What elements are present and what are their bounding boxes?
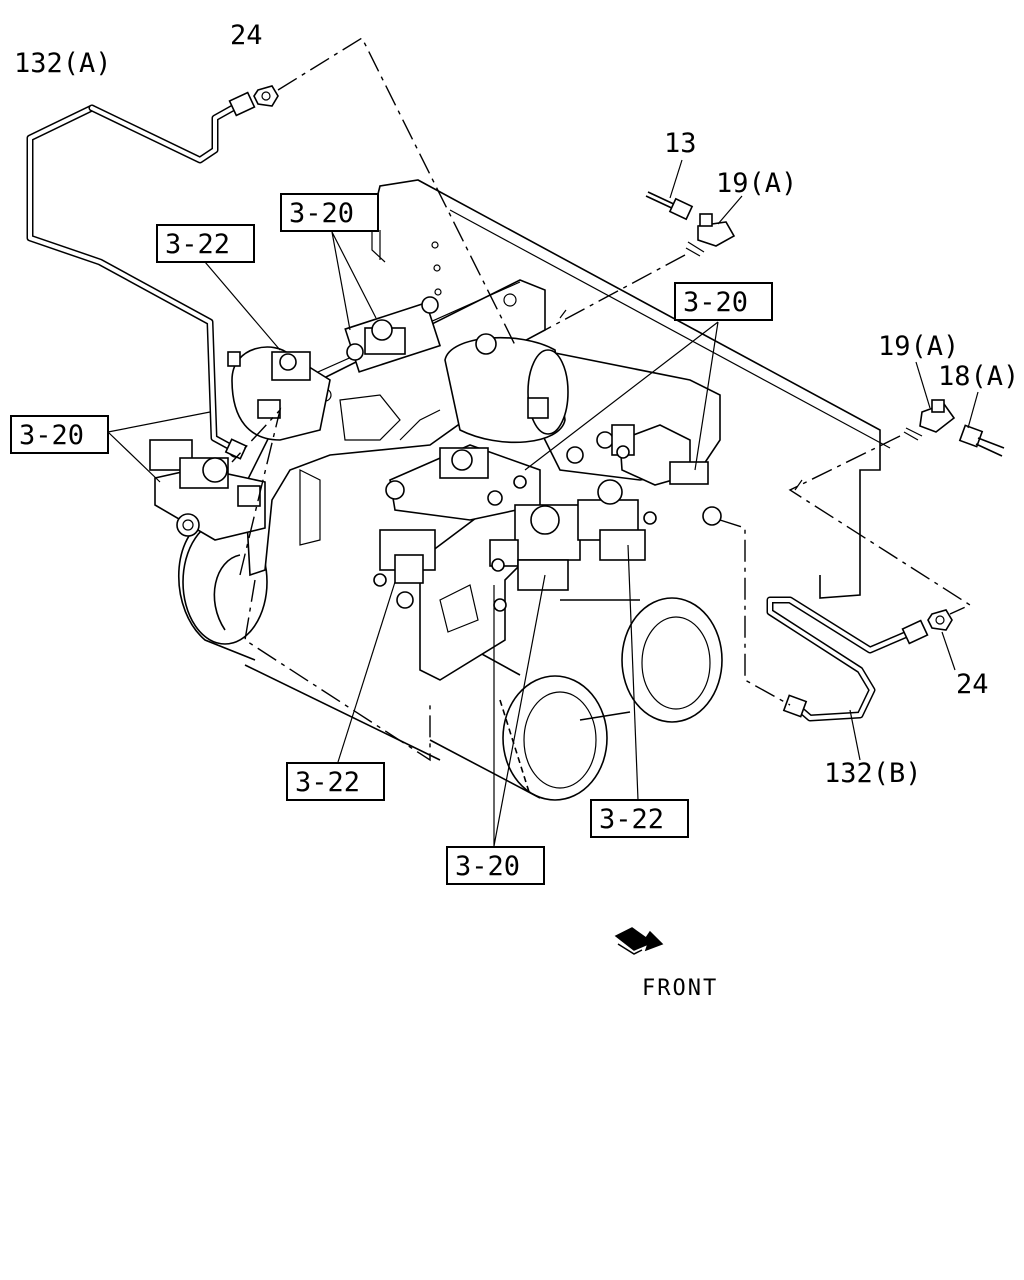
- pipe-132a: [26, 91, 256, 460]
- ref-box-3-22-bottom-right[interactable]: 3-22: [590, 799, 689, 838]
- ref-box-3-22-bottom-left[interactable]: 3-22: [286, 762, 385, 801]
- ref-box-3-22-top-left[interactable]: 3-22: [156, 224, 255, 263]
- callout-elbow-19a-top: 19(A): [716, 168, 797, 199]
- callout-connector-18a: 18(A): [938, 361, 1019, 392]
- callout-nut-24-right: 24: [956, 669, 989, 700]
- air-tank-center: [419, 619, 608, 801]
- valve-block-top: [344, 296, 442, 373]
- nut-24-right: [927, 609, 953, 631]
- air-tank-left: [178, 499, 441, 761]
- drum-unit: [399, 333, 569, 444]
- elbow-19a-right: [903, 399, 956, 441]
- valve-block-center: [373, 444, 541, 609]
- connector-18a: [958, 424, 1005, 457]
- ref-label: 3-22: [599, 804, 664, 835]
- ref-label: 3-22: [295, 767, 360, 798]
- callout-nut-24-top: 24: [230, 20, 263, 51]
- callout-part-13: 13: [664, 128, 697, 159]
- assembly-drawing: [149, 179, 891, 801]
- reference-lines: [231, 37, 972, 762]
- callout-pipe-132a: 132(A): [14, 48, 112, 79]
- pipe-132b: [766, 596, 929, 722]
- ref-label: 3-20: [455, 851, 520, 882]
- callout-elbow-19a-right: 19(A): [878, 331, 959, 362]
- ref-box-3-20-right-mid[interactable]: 3-20: [674, 282, 773, 321]
- ref-label: 3-20: [19, 420, 84, 451]
- elbow-19a-top: [685, 213, 736, 257]
- front-arrow-icon: [614, 927, 664, 955]
- ref-label: 3-20: [683, 287, 748, 318]
- ref-box-3-20-left[interactable]: 3-20: [10, 415, 109, 454]
- ref-box-3-20-bottom-center[interactable]: 3-20: [446, 846, 545, 885]
- part-13-tube: [645, 191, 694, 221]
- ref-box-3-20-top-center[interactable]: 3-20: [280, 193, 379, 232]
- nut-24-top: [253, 85, 279, 107]
- valve-block-right: [489, 424, 722, 612]
- motor-unit: [227, 346, 331, 441]
- leader-lines: [107, 159, 979, 847]
- callout-pipe-132b: 132(B): [824, 758, 922, 789]
- valve-block-left: [149, 439, 266, 541]
- front-label: FRONT: [642, 976, 718, 1001]
- ref-label: 3-20: [289, 198, 354, 229]
- ref-label: 3-22: [165, 229, 230, 260]
- air-tank-right: [560, 597, 723, 723]
